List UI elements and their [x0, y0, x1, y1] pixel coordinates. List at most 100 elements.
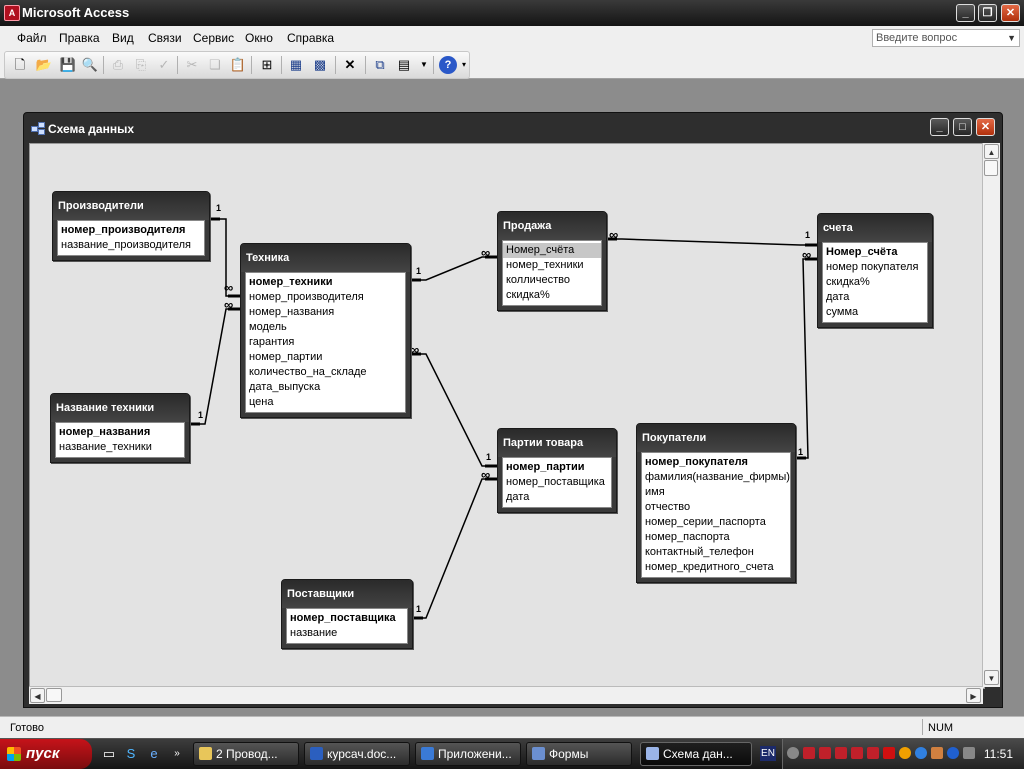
relation-line[interactable] — [411, 478, 497, 619]
relationships-canvas[interactable]: 1 ∞ 1 ∞ 1 ∞ ∞ 1 1 ∞ ∞ 1 1 ∞ Производител… — [29, 143, 985, 689]
field-item[interactable]: номер_серии_паспорта — [645, 516, 766, 528]
tray-app-icon[interactable] — [835, 747, 847, 759]
field-item[interactable]: название_производителя — [61, 239, 191, 251]
language-indicator[interactable]: EN — [760, 746, 776, 761]
tray-app-icon[interactable] — [819, 747, 831, 759]
tray-app-icon[interactable] — [851, 747, 863, 759]
scroll-up-icon[interactable]: ▲ — [984, 144, 999, 159]
bluetooth-icon[interactable] — [947, 747, 959, 759]
antivirus-icon[interactable] — [883, 747, 895, 759]
horizontal-scroll-thumb[interactable] — [46, 688, 62, 702]
task-explorer[interactable]: 2 Провод... — [193, 742, 299, 766]
delete-icon[interactable]: ✕ — [344, 57, 356, 72]
table-proizvoditeli[interactable]: Производители номер_производителя назван… — [52, 191, 210, 261]
field-item[interactable]: номер_производителя — [249, 291, 364, 303]
field-item[interactable]: количество_на_складе — [249, 366, 367, 378]
table-title[interactable]: счета — [818, 214, 932, 242]
field-item[interactable]: колличество — [506, 274, 571, 286]
tray-app-icon[interactable] — [803, 747, 815, 759]
close-button[interactable]: ✕ — [1001, 4, 1020, 22]
show-table-icon[interactable]: ⊞ — [261, 57, 273, 72]
field-item[interactable]: отчество — [645, 501, 691, 513]
table-title[interactable]: Партии товара — [498, 429, 616, 457]
field-item[interactable]: номер_поставщика — [506, 476, 605, 488]
relation-line[interactable] — [605, 238, 817, 246]
show-direct-relations-icon[interactable]: ▦ — [289, 57, 303, 72]
child-minimize-button[interactable]: _ — [930, 118, 949, 136]
toolbar-options-icon[interactable]: ▾ — [461, 60, 466, 69]
menu-edit[interactable]: Правка — [59, 31, 100, 45]
vertical-scrollbar[interactable]: ▲ ▼ — [982, 143, 1000, 687]
table-title[interactable]: Техника — [241, 244, 410, 272]
field-item[interactable]: название_техники — [59, 441, 152, 453]
table-scheta[interactable]: счета Номер_счёта номер покупателя скидк… — [817, 213, 933, 328]
copy-icon[interactable]: ❏ — [209, 57, 221, 72]
cut-icon[interactable]: ✂ — [186, 57, 198, 72]
volume-icon[interactable] — [931, 747, 943, 759]
table-title[interactable]: Производители — [53, 192, 209, 220]
table-title[interactable]: Название техники — [51, 394, 189, 422]
print-icon[interactable]: ⎙ — [112, 57, 124, 72]
field-item[interactable]: название — [290, 627, 338, 639]
relationships-window[interactable]: Схема данных _ □ ✕ — [23, 112, 1003, 708]
field-item[interactable]: дата_выпуска — [249, 381, 321, 393]
internet-explorer-icon[interactable]: e — [150, 746, 158, 761]
task-applications[interactable]: Приложени... — [415, 742, 521, 766]
table-prodazha[interactable]: Продажа Номер_счёта номер_техники коллич… — [497, 211, 607, 311]
network-icon[interactable] — [915, 747, 927, 759]
scroll-right-icon[interactable]: ▶ — [966, 688, 981, 703]
field-item[interactable]: скидка% — [506, 289, 550, 301]
save-icon[interactable]: 💾 — [59, 57, 77, 72]
task-forms[interactable]: Формы — [526, 742, 632, 766]
tray-expand-icon[interactable] — [787, 747, 799, 759]
field-item-selected[interactable]: Номер_счёта — [503, 243, 601, 258]
field-item[interactable]: номер_партии — [249, 351, 323, 363]
file-search-icon[interactable]: 🔍 — [81, 57, 99, 72]
skype-icon[interactable]: S — [126, 746, 136, 761]
field-item[interactable]: номер_поставщика — [290, 612, 396, 624]
field-item[interactable]: номер покупателя — [826, 261, 919, 273]
chevron-down-icon[interactable]: ▼ — [420, 60, 428, 69]
open-folder-icon[interactable]: 📂 — [35, 57, 53, 72]
field-item[interactable]: номер_партии — [506, 461, 585, 473]
field-item[interactable]: цена — [249, 396, 274, 408]
field-item[interactable]: номер_названия — [249, 306, 335, 318]
field-item[interactable]: скидка% — [826, 276, 870, 288]
field-item[interactable]: номер_названия — [59, 426, 151, 438]
scroll-down-icon[interactable]: ▼ — [984, 670, 999, 685]
menu-view[interactable]: Вид — [112, 31, 134, 45]
safely-remove-icon[interactable] — [963, 747, 975, 759]
menu-tools[interactable]: Сервис — [193, 31, 235, 45]
help-icon[interactable]: ? — [439, 56, 457, 74]
menu-relations[interactable]: Связи — [148, 31, 182, 45]
table-title[interactable]: Покупатели — [637, 424, 795, 452]
restore-button[interactable]: ❐ — [978, 4, 997, 22]
menu-help[interactable]: Справка — [287, 31, 335, 45]
clock[interactable]: 11:51 — [983, 747, 1013, 761]
tray-app-icon[interactable] — [867, 747, 879, 759]
field-item[interactable]: сумма — [826, 306, 859, 318]
database-window-icon[interactable]: ⧉ — [375, 57, 385, 72]
field-item[interactable]: номер_производителя — [61, 224, 186, 236]
table-postavshiki[interactable]: Поставщики номер_поставщика название — [281, 579, 413, 649]
field-item[interactable]: дата — [506, 491, 530, 503]
relation-line[interactable] — [409, 256, 497, 281]
field-item[interactable]: номер_кредитного_счета — [645, 561, 774, 573]
field-item[interactable]: Номер_счёта — [826, 246, 898, 258]
field-item[interactable]: модель — [249, 321, 287, 333]
field-item[interactable]: дата — [826, 291, 850, 303]
mail-agent-icon[interactable] — [899, 747, 911, 759]
child-maximize-button[interactable]: □ — [953, 118, 972, 136]
show-desktop-icon[interactable]: ▭ — [102, 746, 116, 761]
ask-question-input[interactable]: Введите вопрос ▼ — [872, 29, 1020, 47]
task-word-document[interactable]: курсач.doc... — [304, 742, 410, 766]
field-item[interactable]: фамилия(название_фирмы) — [645, 471, 790, 483]
show-all-relations-icon[interactable]: ▩ — [313, 57, 327, 72]
chevron-down-icon[interactable]: ▼ — [1007, 33, 1016, 43]
start-button[interactable]: пуск — [0, 739, 92, 769]
new-file-icon[interactable]: 🗋 — [14, 57, 26, 72]
menu-file[interactable]: Файл — [17, 31, 47, 45]
vertical-scroll-thumb[interactable] — [984, 160, 998, 176]
horizontal-scrollbar[interactable]: ◀ ▶ — [29, 686, 983, 704]
field-item[interactable]: номер_техники — [506, 259, 584, 271]
